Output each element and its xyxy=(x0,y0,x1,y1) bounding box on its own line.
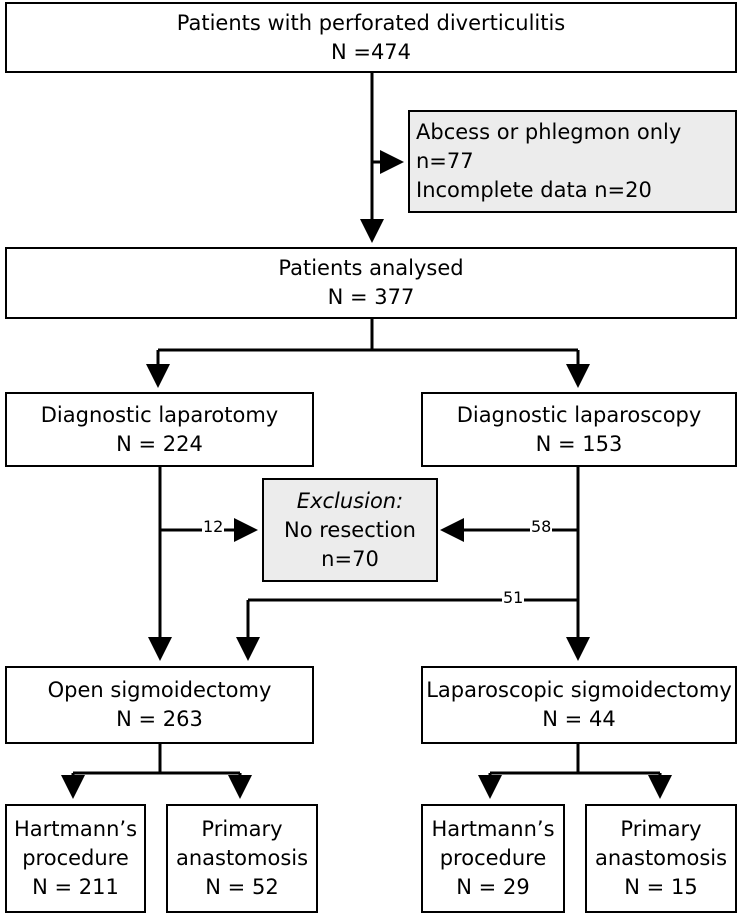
flow-label-conversion: 51 xyxy=(502,588,525,607)
lap-hartmann-line1: Hartmann’s xyxy=(431,817,555,841)
box-initial-exclusions: Abcess or phlegmon only n=77 Incomplete … xyxy=(408,110,737,213)
box-laparoscopic-sigmoidectomy: Laparoscopic sigmoidectomy N = 44 xyxy=(421,666,737,744)
analysed-title: Patients analysed xyxy=(278,256,464,280)
laparoscopy-count: N = 153 xyxy=(535,431,623,456)
exclusion-reason: No resection xyxy=(284,517,416,542)
box-lap-primary-anastomosis: Primary anastomosis N = 15 xyxy=(585,804,737,913)
lap-hartmann-count: N = 29 xyxy=(456,875,530,899)
open-hartmann-line1: Hartmann’s xyxy=(13,817,138,841)
lap-primary-count: N = 15 xyxy=(624,875,698,899)
box-patients-analysed: Patients analysed N = 377 xyxy=(5,247,737,319)
flow-label-laparotomy-excluded: 12 xyxy=(202,517,225,536)
laparotomy-title: Diagnostic laparotomy xyxy=(40,402,279,427)
box-open-primary-anastomosis: Primary anastomosis N = 52 xyxy=(166,804,318,913)
lap-primary-line1: Primary xyxy=(620,817,702,841)
box-open-hartmann: Hartmann’s procedure N = 211 xyxy=(5,804,146,913)
laparotomy-count: N = 224 xyxy=(116,431,203,456)
open-sigmoidectomy-count: N = 263 xyxy=(116,707,203,731)
exclusion-incomplete-data: Incomplete data n=20 xyxy=(416,178,652,202)
open-hartmann-count: N = 211 xyxy=(32,875,119,899)
lap-primary-line2: anastomosis xyxy=(594,846,728,870)
open-hartmann-line2: procedure xyxy=(22,846,129,870)
exclusion-abcess-phlegmon: Abcess or phlegmon only n=77 xyxy=(416,120,682,173)
exclusion-heading: Exclusion: xyxy=(296,488,404,513)
open-sigmoidectomy-title: Open sigmoidectomy xyxy=(47,678,272,702)
box-exclusion-no-resection: Exclusion: No resection n=70 xyxy=(262,478,438,582)
lap-sigmoidectomy-count: N = 44 xyxy=(542,707,616,731)
open-primary-count: N = 52 xyxy=(205,875,279,899)
laparoscopy-title: Diagnostic laparoscopy xyxy=(456,402,702,427)
open-primary-line2: anastomosis xyxy=(175,846,309,870)
analysed-count: N = 377 xyxy=(327,285,415,309)
all-patients-title: Patients with perforated diverticulitis xyxy=(176,10,566,35)
lap-sigmoidectomy-title: Laparoscopic sigmoidectomy xyxy=(426,678,732,702)
all-patients-count: N =474 xyxy=(330,39,412,64)
box-all-patients: Patients with perforated diverticulitis … xyxy=(5,2,737,73)
flow-label-laparoscopy-excluded: 58 xyxy=(530,517,553,536)
exclusion-count: n=70 xyxy=(321,546,379,571)
box-diagnostic-laparoscopy: Diagnostic laparoscopy N = 153 xyxy=(421,392,737,467)
lap-hartmann-line2: procedure xyxy=(439,846,547,870)
open-primary-line1: Primary xyxy=(201,817,283,841)
box-diagnostic-laparotomy: Diagnostic laparotomy N = 224 xyxy=(5,392,314,467)
box-lap-hartmann: Hartmann’s procedure N = 29 xyxy=(421,804,565,913)
box-open-sigmoidectomy: Open sigmoidectomy N = 263 xyxy=(5,666,314,744)
